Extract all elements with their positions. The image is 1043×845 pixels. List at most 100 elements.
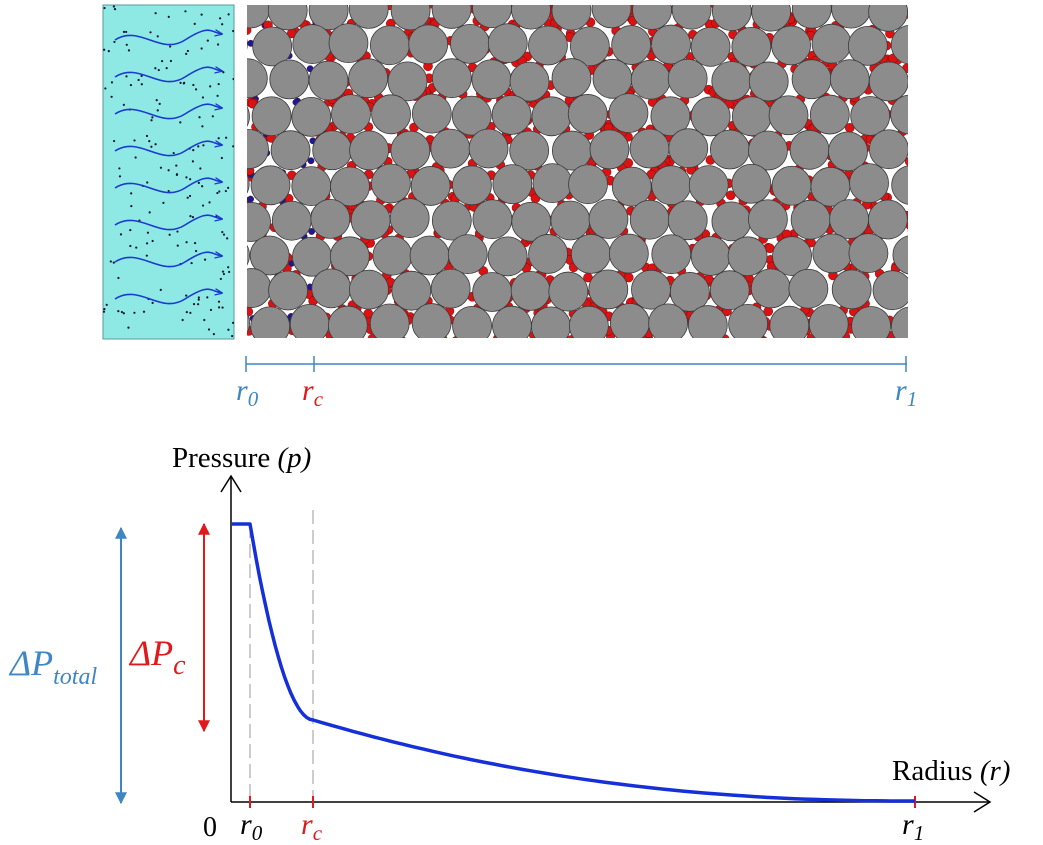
grain (531, 96, 572, 137)
grain (548, 271, 589, 312)
red-particle (349, 373, 358, 382)
fluid-dot (158, 102, 161, 105)
grain (589, 129, 630, 170)
blue-particle (306, 344, 312, 350)
grain (708, 340, 747, 379)
red-particle (944, 371, 953, 380)
grain (930, 94, 969, 133)
grain (748, 199, 788, 240)
red-particle (748, 0, 757, 4)
red-particle (902, 350, 911, 359)
red-particle (870, 373, 879, 382)
red-particle (463, 354, 472, 363)
x-axis-title: Radius (r) (892, 755, 1010, 787)
grain (509, 61, 550, 102)
red-particle (910, 134, 919, 143)
fluid-dot (227, 328, 230, 331)
grain (249, 235, 290, 276)
grain (667, 200, 708, 241)
red-particle (923, 187, 932, 196)
fluid-dot (222, 233, 226, 236)
fluid-dot (201, 185, 204, 188)
grain (651, 24, 691, 65)
grain (509, 130, 550, 171)
fluid-dot (201, 125, 204, 128)
red-particle (918, 97, 927, 106)
flow-arrow (114, 104, 222, 120)
grain (608, 233, 649, 274)
grain (191, 340, 230, 379)
red-particle (945, 273, 954, 282)
fluid-dot (145, 134, 149, 138)
grain (872, 270, 908, 311)
grain (471, 59, 512, 100)
fluid-dot (169, 45, 172, 48)
red-particle (782, 345, 791, 354)
grain (850, 96, 891, 136)
grain (312, 130, 353, 171)
blue-particle (307, 157, 315, 165)
fluid-dot (159, 288, 162, 291)
fluid-dot (227, 13, 230, 16)
grain (848, 233, 889, 274)
red-particle (784, 342, 793, 351)
fluid-dot (216, 94, 219, 97)
grain (311, 268, 352, 309)
red-particle (788, 347, 797, 356)
fluid-dot (148, 140, 151, 143)
fluid-dot (103, 6, 106, 10)
red-particle (958, 202, 967, 211)
fluid-dot (150, 145, 153, 148)
fluid-dot (110, 81, 114, 84)
grain (348, 5, 389, 29)
fluid-dot (160, 60, 164, 63)
grain (491, 94, 532, 135)
fluid-dot (193, 22, 196, 25)
grain (851, 306, 891, 338)
grain (472, 199, 513, 240)
fluid-dot (201, 204, 205, 207)
grain (790, 199, 831, 240)
fluid-dot (221, 270, 225, 273)
grain (308, 5, 349, 31)
grain (408, 24, 449, 65)
grain (289, 303, 330, 338)
red-particle (928, 194, 937, 203)
red-particle (950, 297, 959, 306)
radius-scale-bar: r0 rc r1 (236, 356, 917, 411)
red-particle (576, 377, 585, 386)
fluid-dot (190, 261, 193, 265)
red-particle (509, 370, 518, 379)
blue-particle (227, 0, 233, 2)
grain (731, 26, 772, 67)
grain (269, 59, 310, 100)
grain (387, 61, 428, 102)
fluid-dot (145, 242, 149, 245)
red-particle (923, 268, 932, 277)
red-particle (818, 342, 827, 351)
red-particle (946, 86, 955, 95)
grain (450, 24, 490, 64)
fluid-dot (232, 145, 234, 148)
red-particle (432, 342, 441, 351)
fluid-dot (135, 246, 138, 249)
grain (511, 341, 550, 380)
grain (829, 59, 870, 100)
grain (268, 270, 308, 311)
grain (349, 130, 389, 171)
grain (890, 94, 908, 135)
grain (648, 303, 689, 338)
grain (310, 198, 351, 239)
fluid-dot (150, 119, 153, 122)
grain (789, 129, 830, 170)
red-particle (740, 342, 749, 351)
grain (330, 166, 370, 207)
grain (390, 130, 431, 171)
fluid-dot (172, 151, 175, 155)
grain (430, 268, 471, 309)
fluid-dot (142, 310, 146, 313)
red-particle (946, 367, 955, 376)
fluid-dot (112, 261, 115, 264)
grain (452, 305, 492, 338)
